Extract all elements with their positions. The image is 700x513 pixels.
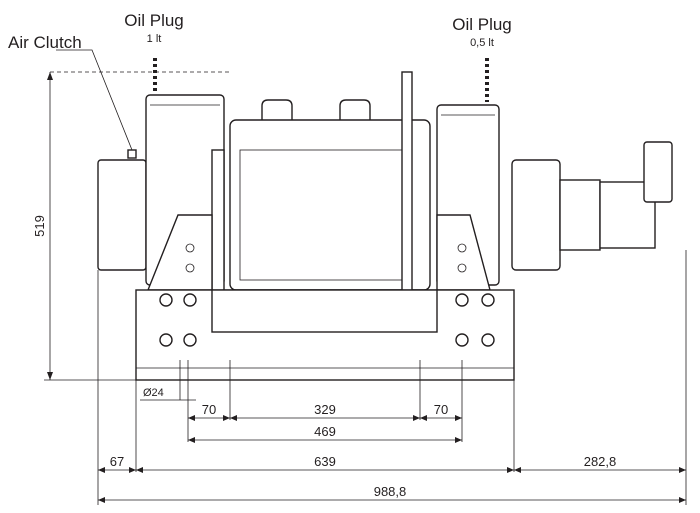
overhang-right-value: 282,8 <box>584 454 617 469</box>
hole-diameter-value: Ø24 <box>143 387 164 399</box>
dimension-row-4: 988,8 <box>98 484 686 503</box>
bolt-hole <box>183 293 197 307</box>
bolt-hole <box>159 333 173 347</box>
dimension-hole-diameter: Ø24 <box>140 387 196 401</box>
hole-spacing-center-value: 329 <box>314 402 336 417</box>
dimension-row-3: 67 639 282,8 <box>98 454 686 473</box>
bolt-hole <box>455 333 469 347</box>
hole-offset-right-value: 70 <box>434 402 448 417</box>
bolt-hole <box>183 333 197 347</box>
motor-valve-block <box>643 141 673 203</box>
hole-offset-left-value: 70 <box>202 402 216 417</box>
dimension-row-1: 70 329 70 <box>188 402 462 421</box>
winch-body <box>97 71 673 381</box>
air-clutch-housing <box>97 159 147 271</box>
extension-lines <box>97 250 687 505</box>
motor-adapter <box>559 179 601 251</box>
oil-plug-right-volume: 0,5 lt <box>470 37 494 49</box>
air-clutch-fitting <box>127 149 137 159</box>
lifting-lug-left <box>261 99 293 120</box>
winch-drum <box>229 119 431 291</box>
base-cutout <box>211 289 438 333</box>
hole-spacing-total-value: 469 <box>314 424 336 439</box>
oil-plug-left-volume: 1 lt <box>147 33 162 45</box>
air-clutch-label: Air Clutch <box>8 33 82 52</box>
bolt-hole <box>455 293 469 307</box>
overhang-left-value: 67 <box>110 454 124 469</box>
base-length-value: 639 <box>314 454 336 469</box>
bolt-hole <box>481 293 495 307</box>
bolt-hole <box>159 293 173 307</box>
bolt-hole <box>481 333 495 347</box>
overall-length-value: 988,8 <box>374 484 407 499</box>
oil-plug-right-label: Oil Plug <box>452 15 512 34</box>
height-dimension: 519 <box>32 71 230 381</box>
lifting-lug-right <box>339 99 371 120</box>
air-clutch-leader <box>56 49 133 151</box>
motor-flange <box>511 159 561 271</box>
oil-plug-left-label: Oil Plug <box>124 11 184 30</box>
height-value: 519 <box>32 215 47 237</box>
dimension-row-2: 469 <box>188 424 462 443</box>
